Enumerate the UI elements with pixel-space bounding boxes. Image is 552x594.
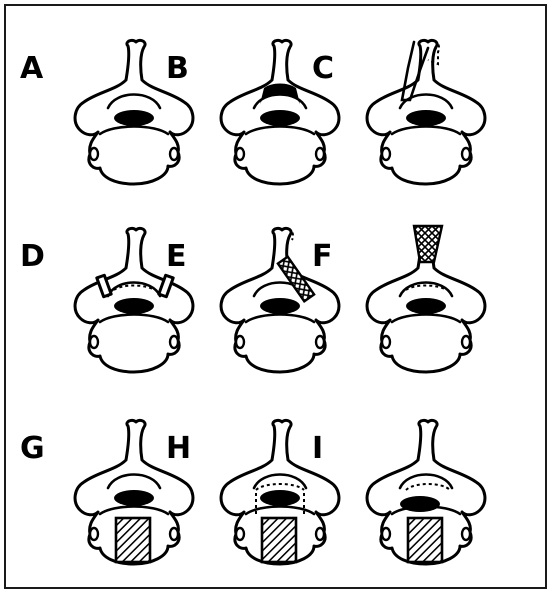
panel-e-label: E — [166, 239, 187, 274]
foramen-right — [316, 148, 324, 160]
spinal-cord — [114, 110, 154, 126]
spinal-cord — [260, 110, 300, 126]
vertebral-body-graft — [116, 518, 150, 562]
panel-b-label: B — [166, 51, 189, 86]
vertebral-body-graft — [408, 518, 442, 562]
spinal-cord — [400, 496, 440, 512]
foramen-right — [170, 148, 178, 160]
foramen-right — [462, 148, 470, 160]
spinal-cord — [260, 490, 300, 506]
panel-h-label: H — [166, 431, 191, 466]
spinous-graft — [414, 226, 442, 262]
foramen-left — [382, 528, 390, 540]
panel-a-label: A — [20, 51, 44, 86]
vertebral-body-graft — [262, 518, 296, 562]
foramen-right — [170, 528, 178, 540]
spinal-cord — [260, 298, 300, 314]
spinal-cord — [114, 490, 154, 506]
foramen-right — [462, 336, 470, 348]
spinal-cord — [114, 298, 154, 314]
spinal-cord — [406, 110, 446, 126]
foramen-left — [236, 336, 244, 348]
foramen-left — [90, 148, 98, 160]
panel-g-label: G — [20, 431, 45, 466]
panel-i-label: I — [312, 431, 323, 466]
foramen-right — [316, 528, 324, 540]
spinal-cord — [406, 298, 446, 314]
foramen-right — [170, 336, 178, 348]
panel-d-label: D — [20, 239, 45, 274]
panel-f-label: F — [312, 239, 333, 274]
panel-c-label: C — [312, 51, 334, 86]
foramen-left — [236, 528, 244, 540]
foramen-left — [382, 148, 390, 160]
foramen-right — [316, 336, 324, 348]
foramen-right — [462, 528, 470, 540]
foramen-left — [236, 148, 244, 160]
foramen-left — [382, 336, 390, 348]
foramen-left — [90, 528, 98, 540]
foramen-left — [90, 336, 98, 348]
vertebra-diagram-grid: A B C D E F G H I — [4, 4, 548, 590]
